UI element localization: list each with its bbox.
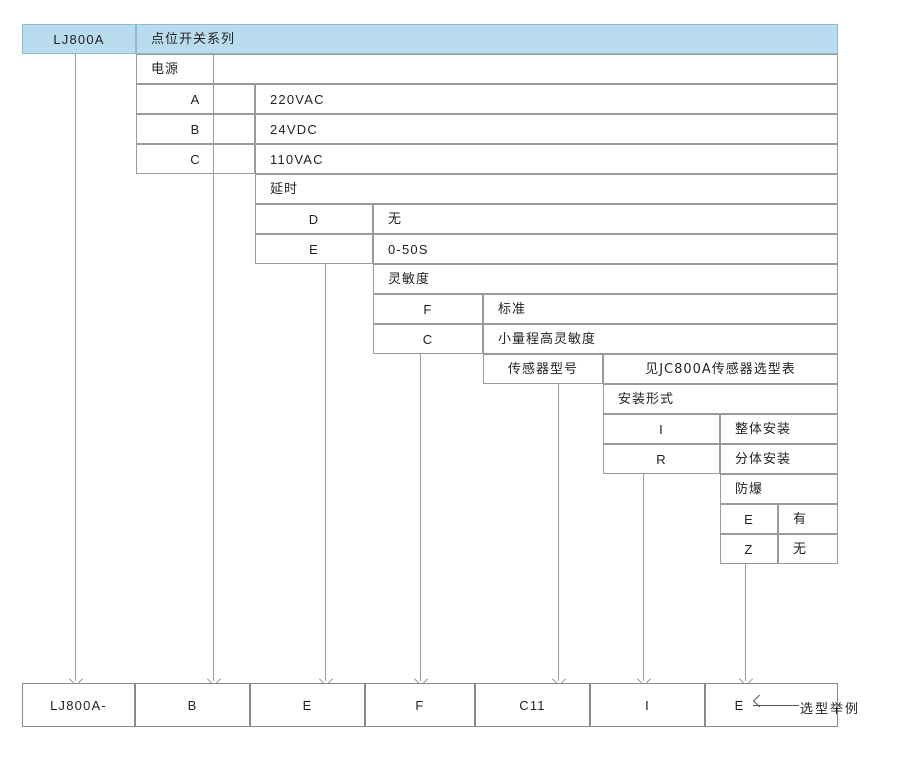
- group-header-label: 防爆: [735, 481, 764, 497]
- code-label: B: [190, 121, 201, 137]
- desc-label: 无: [793, 541, 808, 557]
- desc-cell-power-b: 24VDC: [255, 114, 838, 144]
- code-label: I: [659, 421, 664, 437]
- desc-cell-mounting-i: 整体安装: [720, 414, 838, 444]
- example-label: F: [415, 697, 425, 713]
- desc-cell-delay-d: 无: [373, 204, 838, 234]
- desc-cell-sensor-model: 见JC800A传感器选型表: [603, 354, 838, 384]
- example-cell-sensor-model: C11: [475, 683, 590, 727]
- desc-label: 220VAC: [270, 91, 325, 107]
- example-cell-delay: E: [250, 683, 365, 727]
- group-header-explosion-proof: 防爆: [720, 474, 838, 504]
- connector-line-power-supply: [213, 54, 214, 681]
- code-label: D: [308, 211, 320, 227]
- group-header-label: 安装形式: [618, 391, 675, 407]
- code-cell-sensitivity-c: C: [373, 324, 483, 354]
- group-header-label: 传感器型号: [507, 361, 578, 377]
- desc-cell-sensitivity-c: 小量程高灵敏度: [483, 324, 838, 354]
- desc-label: 110VAC: [270, 151, 324, 167]
- desc-label: 无: [388, 211, 403, 227]
- group-header-sensitivity: 灵敏度: [373, 264, 838, 294]
- code-cell-explosion-e: E: [720, 504, 778, 534]
- desc-cell-explosion-z: 无: [778, 534, 838, 564]
- group-header-label: 电源: [151, 61, 180, 77]
- code-cell-power-c: C: [136, 144, 255, 174]
- code-label: E: [309, 241, 319, 257]
- example-cell-mounting: I: [590, 683, 705, 727]
- code-label: A: [190, 91, 201, 107]
- code-cell-sensitivity-f: F: [373, 294, 483, 324]
- example-label: C11: [519, 697, 546, 713]
- connector-line-mounting-type: [643, 474, 644, 681]
- connector-line-explosion-proof: [745, 564, 746, 681]
- connector-line-sensor-model: [558, 384, 559, 681]
- example-cell-power: B: [135, 683, 250, 727]
- example-pointer-arrow-icon: [753, 704, 800, 706]
- desc-cell-mounting-r: 分体安装: [720, 444, 838, 474]
- code-cell-power-b: B: [136, 114, 255, 144]
- code-label: F: [423, 301, 433, 317]
- code-label: C: [190, 151, 201, 167]
- connector-line-title: [75, 54, 76, 681]
- example-cell-sensitivity: F: [365, 683, 475, 727]
- desc-cell-delay-e: 0-50S: [373, 234, 838, 264]
- example-label: I: [645, 697, 650, 713]
- desc-label: 整体安装: [735, 421, 792, 437]
- group-header-sensor-model: 传感器型号: [483, 354, 603, 384]
- example-cell-explosion-proof: E: [705, 683, 838, 727]
- desc-label: 标准: [498, 301, 527, 317]
- example-label: LJ800A-: [50, 697, 107, 713]
- connector-line-sensitivity: [420, 354, 421, 681]
- code-cell-explosion-z: Z: [720, 534, 778, 564]
- example-label: E: [734, 697, 745, 713]
- code-cell-power-a: A: [136, 84, 255, 114]
- title-desc-cell: 点位开关系列: [136, 24, 838, 54]
- code-cell-mounting-i: I: [603, 414, 720, 444]
- code-label: C: [422, 331, 434, 347]
- code-label: R: [656, 451, 667, 467]
- group-header-label: 延时: [270, 181, 299, 197]
- example-note: 选型举例: [800, 702, 861, 717]
- example-cell-model: LJ800A-: [22, 683, 135, 727]
- code-cell-delay-d: D: [255, 204, 373, 234]
- group-header-label: 灵敏度: [388, 271, 431, 287]
- example-label: E: [302, 697, 313, 713]
- desc-label: 0-50S: [388, 241, 429, 257]
- desc-label: 见JC800A传感器选型表: [645, 361, 796, 377]
- group-header-delay: 延时: [255, 174, 838, 204]
- desc-cell-sensitivity-f: 标准: [483, 294, 838, 324]
- title-desc-label: 点位开关系列: [151, 31, 236, 47]
- title-code-label: LJ800A: [53, 31, 105, 47]
- desc-label: 小量程高灵敏度: [498, 331, 597, 347]
- desc-label: 分体安装: [735, 451, 792, 467]
- title-code-cell: LJ800A: [22, 24, 136, 54]
- group-header-power-supply: 电源: [136, 54, 838, 84]
- example-label: B: [187, 697, 198, 713]
- desc-cell-power-a: 220VAC: [255, 84, 838, 114]
- code-cell-mounting-r: R: [603, 444, 720, 474]
- desc-label: 24VDC: [270, 121, 318, 137]
- desc-cell-power-c: 110VAC: [255, 144, 838, 174]
- connector-line-delay: [325, 264, 326, 681]
- code-label: Z: [744, 541, 754, 557]
- group-header-mounting-type: 安装形式: [603, 384, 838, 414]
- desc-label: 有: [793, 511, 808, 527]
- code-label: E: [744, 511, 754, 527]
- desc-cell-explosion-e: 有: [778, 504, 838, 534]
- code-cell-delay-e: E: [255, 234, 373, 264]
